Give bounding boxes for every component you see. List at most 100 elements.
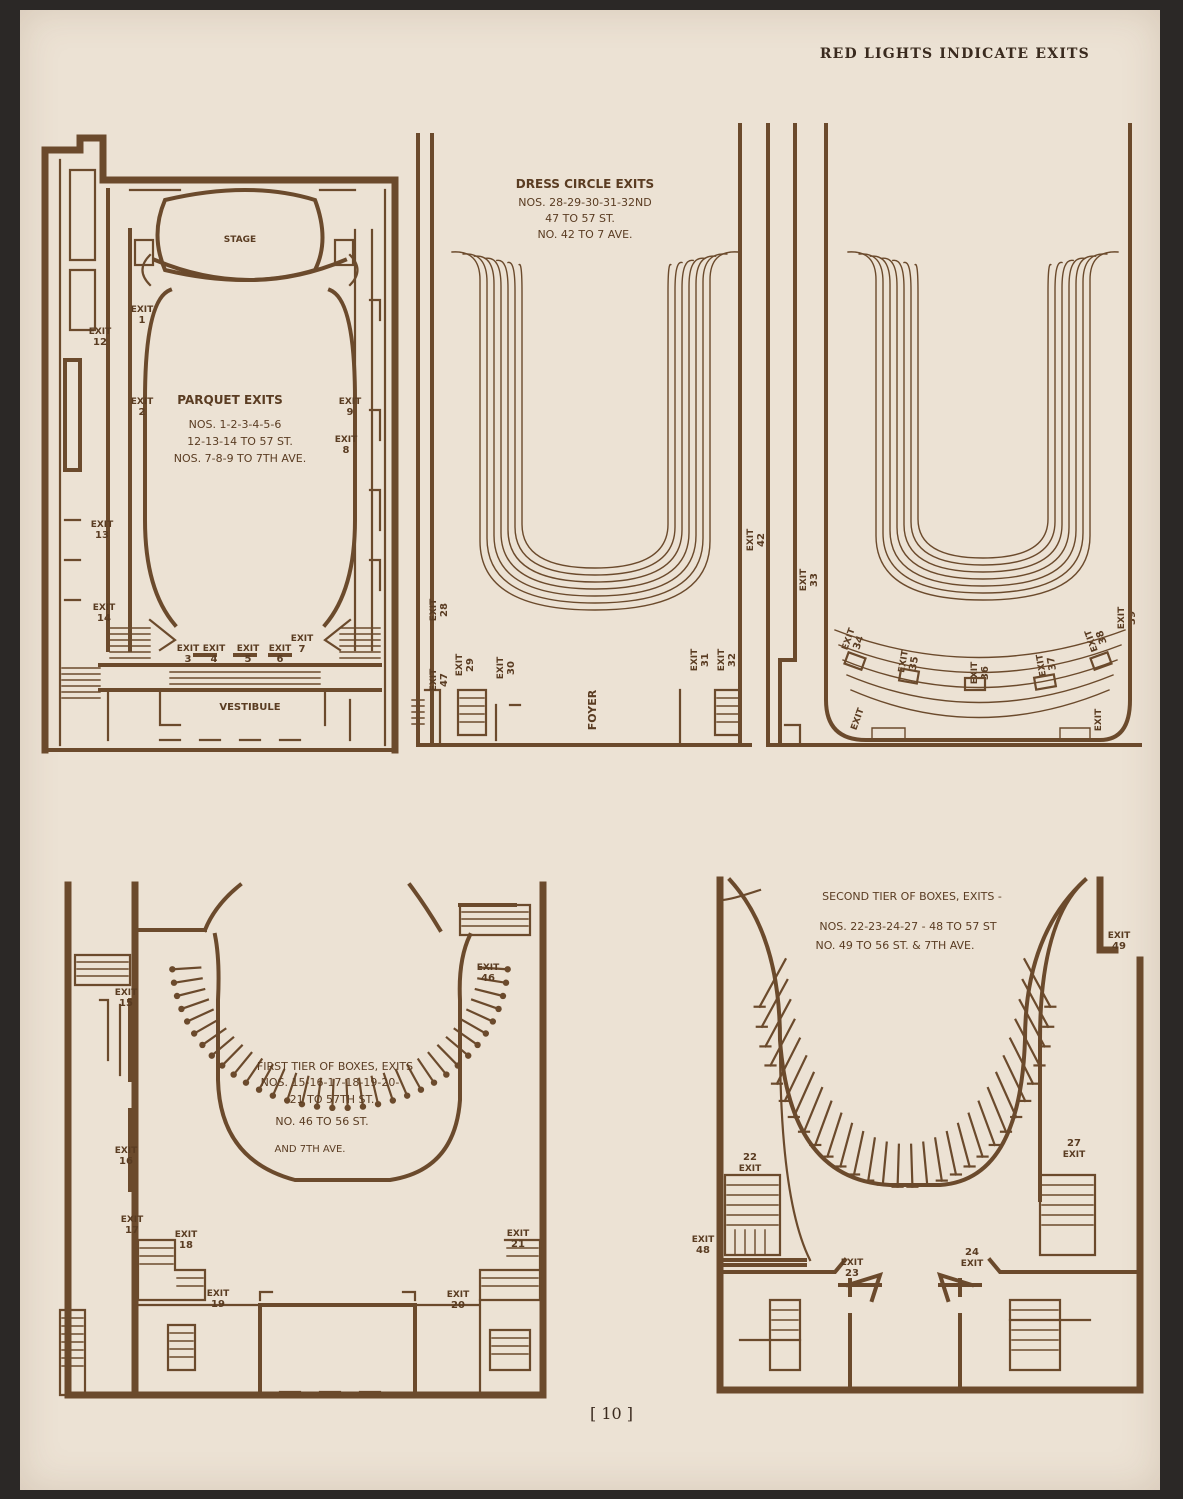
balcony-seat-blocks <box>843 650 1113 741</box>
exit-word: EXIT <box>291 634 314 644</box>
box-partition-end <box>219 1062 226 1069</box>
box-partition <box>956 1122 971 1168</box>
box-partition-end <box>255 1086 263 1093</box>
exit-number: 1 <box>139 315 146 326</box>
dress-circle-line-3: NO. 42 TO 7 AVE. <box>537 228 632 241</box>
exit-number: 7 <box>299 644 306 655</box>
exit-number: 16 <box>119 1156 133 1167</box>
box-partition <box>382 1072 395 1102</box>
exit-word: EXIT <box>496 656 506 679</box>
exit-word: EXIT <box>739 1164 762 1174</box>
tier-line <box>451 251 739 611</box>
exit-number: 47 <box>439 673 450 687</box>
foyer-label: FOYER <box>586 689 599 730</box>
box-partition-end <box>313 1103 321 1110</box>
box-partition <box>453 1027 480 1047</box>
first-tier-line-3: NO. 46 TO 56 ST. <box>275 1115 368 1128</box>
box-partition <box>220 1044 244 1068</box>
parquet-stairs <box>61 627 381 699</box>
tier-line <box>495 259 695 583</box>
exit-word: EXIT <box>1063 1150 1086 1160</box>
exit-number: 9 <box>347 407 354 418</box>
second-tier-line-2: NO. 49 TO 56 ST. & 7TH AVE. <box>815 939 974 952</box>
exit-number: 39 <box>1127 611 1138 625</box>
parquet-stage <box>141 188 359 287</box>
second-tier-stairs <box>723 1173 1097 1372</box>
first-tier-line-2: 21 TO 57TH ST. <box>290 1093 375 1106</box>
box-partition <box>470 998 500 1011</box>
box-partition <box>1018 998 1047 1048</box>
box-partition-end <box>474 1041 481 1049</box>
box-partition <box>175 987 206 998</box>
box-partition <box>436 1044 460 1068</box>
box-partition-end <box>190 1030 198 1037</box>
box-partition-end <box>489 1018 497 1025</box>
second-tier-box-partitions <box>753 957 1057 1188</box>
page-number: [ 10 ] <box>589 1404 633 1423</box>
box-partition <box>445 1035 470 1058</box>
exit-word: EXIT <box>746 528 756 551</box>
exit-word: EXIT <box>91 520 114 530</box>
parquet-line-1: NOS. 1-2-3-4-5-6 <box>189 418 282 431</box>
box-partition-end <box>242 1079 250 1086</box>
exit-word: EXIT <box>1035 653 1049 678</box>
box-partition-end <box>178 1005 185 1013</box>
box-partition <box>852 1130 865 1176</box>
tier-line <box>858 253 1108 594</box>
first-tier-line-4: AND 7TH AVE. <box>275 1144 346 1155</box>
box-partition <box>763 998 792 1048</box>
parquet-line-3: NOS. 7-8-9 TO 7TH AVE. <box>174 452 306 465</box>
box-partition-end <box>298 1100 306 1108</box>
balcony-tiers <box>834 251 1126 719</box>
exit-number: 8 <box>343 445 350 456</box>
exit-number: 23 <box>845 1268 859 1279</box>
exit-number: 38 <box>1094 629 1109 646</box>
exit-word: EXIT <box>477 963 500 973</box>
box-partition <box>465 1008 495 1023</box>
box-partition-end <box>430 1079 438 1086</box>
box-partition <box>1021 978 1050 1029</box>
balcony-row <box>834 629 1126 659</box>
exit-word: EXIT <box>269 644 292 654</box>
dress-circle-stairs <box>411 688 742 742</box>
first-tier-walls <box>64 881 547 1399</box>
box-partition-end <box>403 1092 411 1099</box>
box-partition <box>478 966 509 971</box>
tier-line <box>507 261 683 576</box>
exit-word: EXIT <box>841 1258 864 1268</box>
box-partition <box>244 1057 264 1085</box>
parquet-walls <box>41 134 399 754</box>
box-partition <box>185 1008 215 1023</box>
box-partition-end <box>502 979 510 986</box>
box-partition <box>986 1086 1008 1134</box>
box-partition-end <box>230 1071 237 1078</box>
box-partition <box>315 1077 323 1108</box>
exit-word: EXIT <box>1117 606 1127 629</box>
box-partition-end <box>283 1097 291 1104</box>
exit-word: EXIT <box>207 1289 230 1299</box>
second-tier-walls <box>716 876 1144 1394</box>
exit-number: 4 <box>211 654 218 665</box>
box-partition-end <box>389 1097 397 1104</box>
tier-line <box>903 261 1063 566</box>
second-tier-ramps <box>838 1271 982 1303</box>
exit-word: EXIT <box>237 644 260 654</box>
dress-circle-walls <box>416 123 752 747</box>
box-partition <box>1014 1018 1041 1067</box>
exit-number: 27 <box>1067 1138 1081 1149</box>
box-partition <box>933 1137 944 1182</box>
exit-word: EXIT <box>115 1146 138 1156</box>
box-partition <box>839 1122 854 1168</box>
exit-word: EXIT <box>175 1230 198 1240</box>
